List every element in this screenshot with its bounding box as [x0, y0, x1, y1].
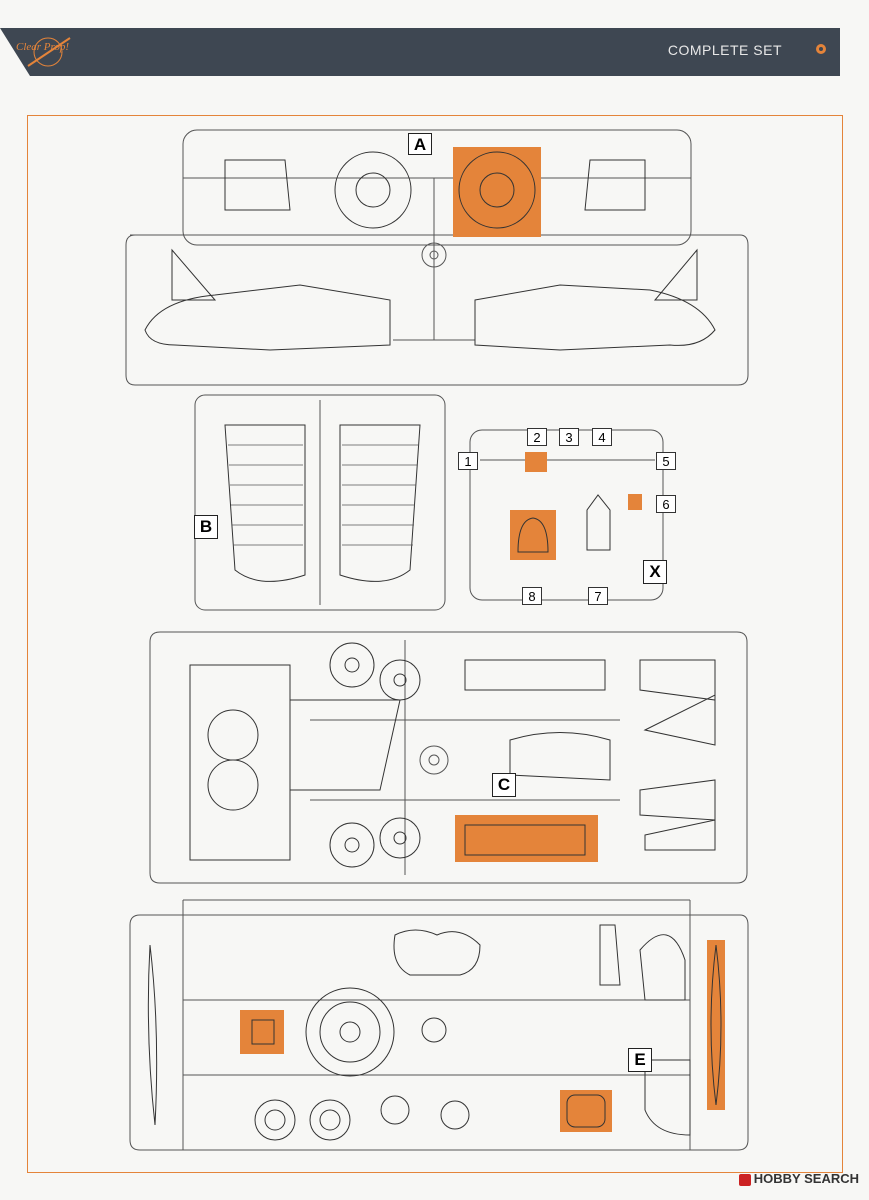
page-title: COMPLETE SET [667, 42, 782, 58]
sprue-e-label: E [628, 1048, 652, 1072]
hobby-search-icon [738, 1173, 751, 1186]
header-bar: COMPLETE SET [92, 28, 840, 76]
part-number-x6: 6 [656, 495, 676, 513]
parts-frame [27, 115, 843, 1173]
sprue-x-label: X [643, 560, 667, 584]
sprue-b [194, 394, 446, 611]
part-number-x2: 2 [527, 428, 547, 446]
part-number-x4: 4 [592, 428, 612, 446]
watermark: HOBBY SEARCH [738, 1171, 859, 1186]
svg-text:Clear Prop!: Clear Prop! [16, 41, 69, 53]
part-number-x3: 3 [559, 428, 579, 446]
part-number-x5: 5 [656, 452, 676, 470]
header-dot-icon [816, 44, 826, 54]
sprue-a-label: A [408, 133, 432, 155]
part-number-x7: 7 [588, 587, 608, 605]
clear-prop-logo: Clear Prop! [0, 28, 100, 76]
sprue-x [469, 429, 664, 601]
part-number-x1: 1 [458, 452, 478, 470]
page-header: Clear Prop! COMPLETE SET [0, 0, 869, 100]
sprue-e [129, 899, 749, 1151]
sprue-c [149, 631, 748, 884]
sprue-b-label: B [194, 515, 218, 539]
watermark-text: HOBBY SEARCH [753, 1171, 859, 1186]
sprue-c-label: C [492, 773, 516, 797]
sprue-a [125, 129, 749, 386]
part-number-x8: 8 [522, 587, 542, 605]
